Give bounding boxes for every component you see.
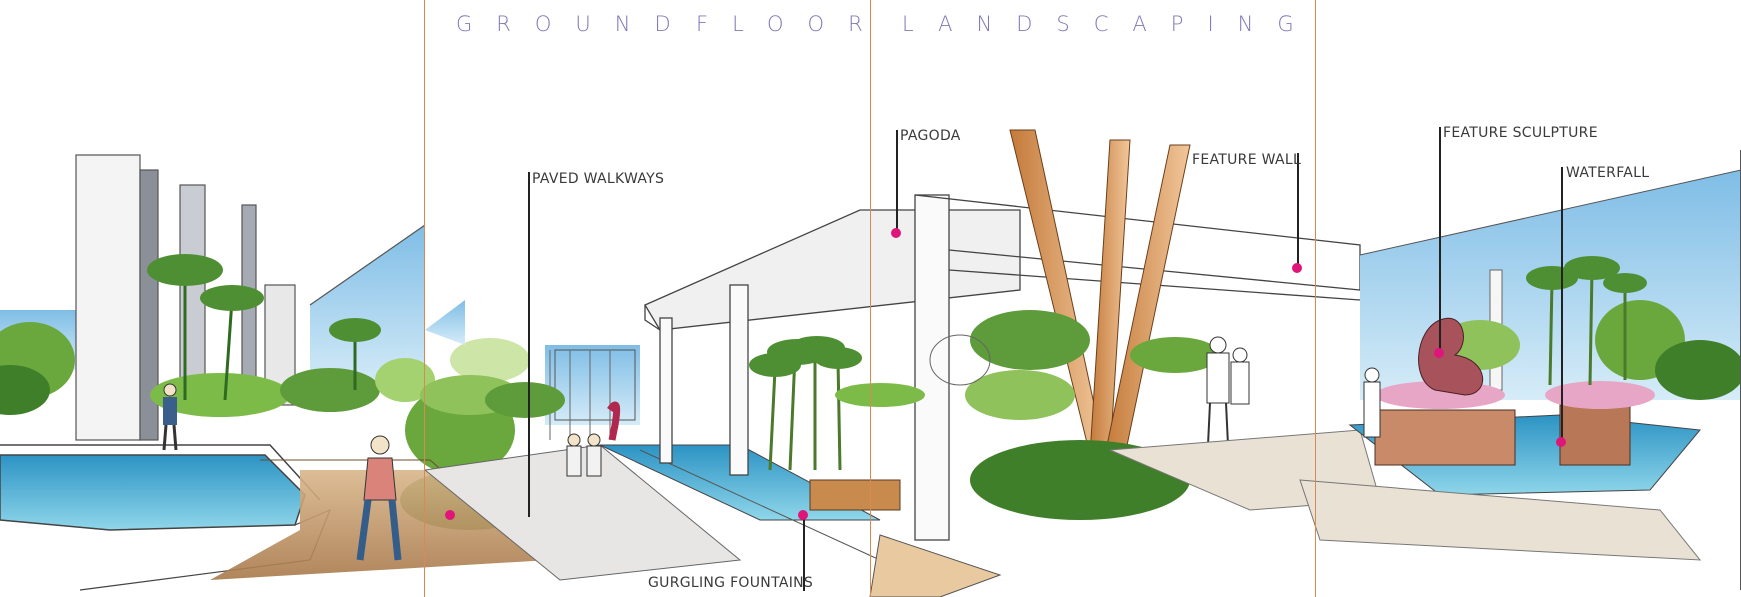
leader-feature-wall bbox=[1297, 153, 1299, 268]
label-paved-walkways: PAVED WALKWAYS bbox=[532, 171, 665, 187]
leader-waterfall bbox=[1561, 167, 1563, 442]
panel-divider-2 bbox=[870, 0, 871, 597]
label-waterfall: WATERFALL bbox=[1566, 165, 1650, 181]
marker-pagoda bbox=[891, 228, 901, 238]
leader-pagoda bbox=[896, 130, 898, 230]
woman-figure bbox=[356, 435, 402, 561]
marker-feature-wall bbox=[1292, 263, 1302, 273]
leader-feature-sculpture bbox=[1439, 127, 1441, 352]
right-scene bbox=[1299, 150, 1741, 590]
middle-left-figures bbox=[566, 401, 621, 477]
leader-paved-walkways bbox=[528, 172, 530, 517]
marker-waterfall bbox=[1556, 437, 1566, 447]
marker-gurgling-fountains bbox=[798, 510, 808, 520]
man-figure bbox=[162, 383, 178, 451]
marker-paved-walkways bbox=[445, 510, 455, 520]
middle-palms bbox=[749, 336, 925, 511]
title-word-ground: GROUND bbox=[456, 12, 695, 36]
label-feature-sculpture: FEATURE SCULPTURE bbox=[1443, 125, 1598, 141]
panel-divider-1 bbox=[424, 0, 425, 597]
leader-gurgling-fountains bbox=[803, 518, 805, 591]
marker-feature-sculpture bbox=[1434, 348, 1444, 358]
panel-divider-3 bbox=[1315, 0, 1316, 597]
title-word-landscaping: LANDSCAPING bbox=[902, 12, 1318, 36]
center-figures bbox=[1206, 336, 1250, 446]
label-feature-wall: FEATURE WALL bbox=[1192, 152, 1302, 168]
page-title: GROUND FLOOR LANDSCAPING bbox=[0, 12, 1741, 42]
title-word-floor: FLOOR bbox=[696, 12, 887, 36]
pagoda-structure bbox=[644, 194, 1361, 541]
label-pagoda: PAGODA bbox=[900, 128, 961, 144]
label-gurgling-fountains: GURGLING FOUNTAINS bbox=[648, 575, 814, 591]
